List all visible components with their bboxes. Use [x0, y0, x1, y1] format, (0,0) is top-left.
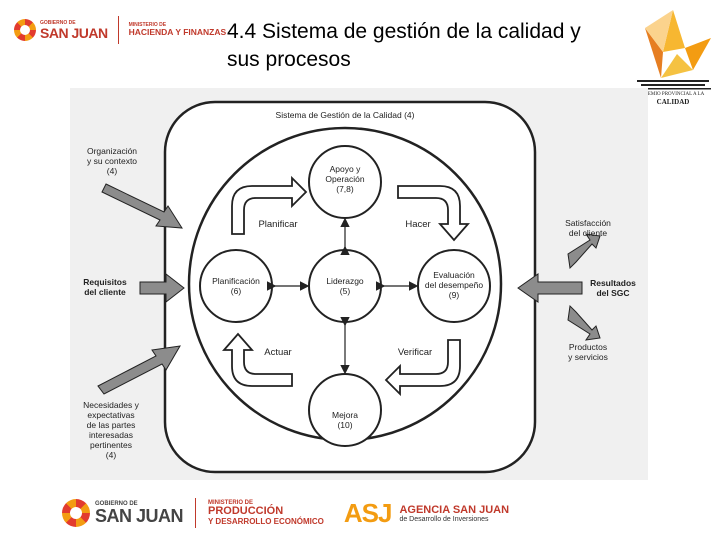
footer-sun-logo-icon — [62, 499, 90, 527]
cycle-verificar-label: Verificar — [397, 347, 433, 358]
slide-title: 4.4 Sistema de gestión de la calidad y s… — [227, 20, 581, 71]
node-evaluacion-label: Evaluación del desempeño (9) — [424, 270, 484, 300]
arrow-planificar — [231, 175, 308, 235]
footer-ministry-line1: PRODUCCIÓN — [208, 505, 284, 518]
arrow-verificar — [384, 339, 461, 397]
output-satisfaccion-label: Satisfacción del cliente — [565, 218, 611, 238]
footer-logos: GOBIERNO DE SAN JUAN MINISTERIO DE PRODU… — [62, 495, 509, 531]
arrow-hacer — [397, 185, 470, 242]
output-productos-label: Productos y servicios — [568, 342, 608, 362]
arrow-actuar — [222, 332, 293, 387]
footer-ministry-logo: MINISTERIO DE PRODUCCIÓN Y DESARROLLO EC… — [208, 500, 324, 526]
sgc-diagram: Sistema de Gestión de la Calidad (4) Apo… — [70, 88, 648, 480]
node-liderazgo-label: Liderazgo (5) — [326, 276, 364, 296]
premio-line1: PREMIO PROVINCIAL A LA — [641, 92, 705, 97]
node-apoyo-label: Apoyo y Operación (7,8) — [325, 164, 365, 194]
frame-title: Sistema de Gestión de la Calidad (4) — [275, 110, 415, 120]
cycle-actuar-label: Actuar — [264, 347, 292, 358]
arrow-input-necesidades — [97, 345, 181, 395]
sun-logo-icon — [14, 19, 36, 41]
footer-ministry-line2: Y DESARROLLO ECONÓMICO — [208, 516, 324, 526]
ministry-small-label: MINISTERIO DE — [128, 21, 167, 28]
arrow-output-satisfaccion — [567, 233, 601, 270]
arrow-output-resultados — [517, 273, 583, 303]
ministry-big-label: HACIENDA Y FINANZAS — [128, 27, 227, 38]
arrow-output-productos — [567, 304, 601, 341]
premio-line2: CALIDAD — [656, 98, 690, 106]
arrow-input-requisitos — [139, 272, 185, 304]
ministry-logo-text: MINISTERIO DE HACIENDA Y FINANZAS — [128, 21, 227, 38]
gov-small-label: GOBIERNO DE — [40, 19, 76, 26]
cycle-hacer-label: Hacer — [405, 219, 431, 230]
premio-star-icon — [635, 10, 711, 90]
arrow-input-organizacion — [101, 183, 183, 229]
cycle-planificar-label: Planificar — [258, 219, 298, 230]
footer-gov-text: GOBIERNO DE SAN JUAN — [95, 501, 184, 526]
footer-agency-small: de Desarrollo de Inversiones — [399, 515, 489, 523]
input-requisitos-label: Requisitos del cliente — [83, 277, 127, 297]
footer-ministry-small: MINISTERIO DE — [208, 500, 254, 507]
node-planificacion-label: Planificación (6) — [212, 276, 260, 296]
gov-big-label: SAN JUAN — [40, 24, 108, 41]
output-resultados-label: Resultados del SGC — [590, 278, 636, 298]
footer-asj-logo: ASJ — [343, 497, 393, 528]
gov-logo-header: GOBIERNO DE SAN JUAN MINISTERIO DE HACIE… — [14, 16, 226, 44]
footer-gov-logo: GOBIERNO DE SAN JUAN — [62, 499, 184, 527]
footer-gov-big: SAN JUAN — [95, 506, 184, 526]
input-necesidades-label: Necesidades y expectativas de las partes… — [83, 400, 139, 460]
footer-agency-big: AGENCIA SAN JUAN — [399, 503, 510, 516]
footer-agency-logo: AGENCIA SAN JUAN de Desarrollo de Invers… — [399, 504, 509, 523]
input-organizacion-label: Organización y su contexto (4) — [86, 146, 138, 176]
premio-calidad-logo: PREMIO PROVINCIAL A LA CALIDAD — [633, 8, 713, 106]
node-mejora-label: Mejora (10) — [332, 410, 358, 430]
footer-divider — [195, 498, 197, 528]
logo-divider — [117, 16, 119, 44]
diagram-graphics — [97, 100, 601, 474]
footer-gov-small: GOBIERNO DE — [95, 501, 138, 507]
gov-logo-text: GOBIERNO DE SAN JUAN — [40, 19, 108, 41]
